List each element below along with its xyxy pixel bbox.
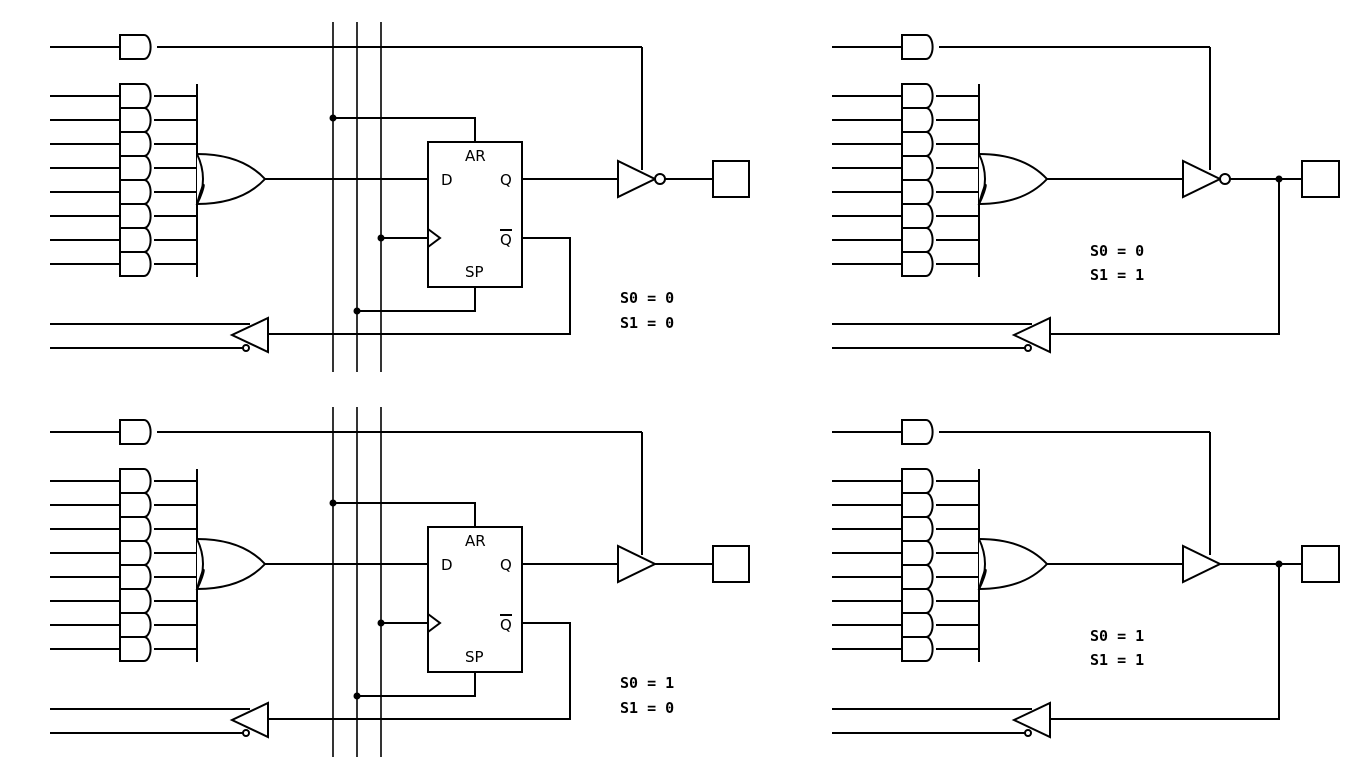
s1-label: S1 = 1 xyxy=(1090,266,1144,284)
output-buffer xyxy=(1182,159,1223,199)
s0-label: S0 = 0 xyxy=(620,289,674,307)
and-gate xyxy=(901,227,934,253)
pin-qbar: Q xyxy=(500,231,512,249)
pin-d: D xyxy=(441,171,453,189)
and-gate xyxy=(119,588,152,614)
and-gate xyxy=(901,131,934,157)
s0-label: S0 = 1 xyxy=(620,674,674,692)
output-pin xyxy=(712,545,750,583)
and-gate xyxy=(901,34,934,60)
and-gate xyxy=(901,251,934,277)
and-gate xyxy=(901,83,934,109)
pin-feedback-wire xyxy=(1050,564,1280,720)
and-gate xyxy=(901,203,934,229)
and-gate xyxy=(901,588,934,614)
and-gate xyxy=(901,636,934,662)
and-gate xyxy=(119,227,152,253)
and-gate xyxy=(119,612,152,638)
ar-wire xyxy=(333,502,476,527)
and-gate xyxy=(901,516,934,542)
and-gate xyxy=(119,131,152,157)
pin-qbar: Q xyxy=(500,616,512,634)
or-gate xyxy=(195,153,267,206)
output-pin xyxy=(1301,545,1340,583)
inversion-bubble xyxy=(1219,173,1231,185)
qbar-feedback-wire xyxy=(268,622,571,720)
and-gate xyxy=(119,636,152,662)
clock-indicator xyxy=(427,228,442,248)
inversion-bubble xyxy=(654,173,666,185)
s0-label: S0 = 0 xyxy=(1090,242,1144,260)
or-gate xyxy=(195,538,267,591)
and-gate xyxy=(119,516,152,542)
s1-label: S1 = 0 xyxy=(620,314,674,332)
sp-wire xyxy=(357,672,476,697)
and-gate xyxy=(119,419,152,445)
and-gate xyxy=(901,540,934,566)
or-gate xyxy=(977,153,1049,206)
and-gate xyxy=(119,155,152,181)
sp-wire xyxy=(357,287,476,312)
and-gate xyxy=(119,564,152,590)
and-gate xyxy=(119,492,152,518)
pin-feedback-wire xyxy=(1050,179,1280,335)
macrocell-panel-combinatorial-active-low: S0 = 0 S1 = 1 xyxy=(832,34,1340,354)
pin-sp: SP xyxy=(465,263,484,281)
and-gate xyxy=(901,179,934,205)
or-gate-back xyxy=(196,538,204,590)
or-gate-back xyxy=(978,538,986,590)
pin-q: Q xyxy=(500,171,512,189)
and-gate xyxy=(119,107,152,133)
inversion-bubble xyxy=(1024,344,1032,352)
pin-d: D xyxy=(441,556,453,574)
and-gate xyxy=(901,612,934,638)
output-buffer xyxy=(1182,544,1223,584)
inversion-bubble xyxy=(242,344,250,352)
d-flipflop xyxy=(427,526,523,673)
and-gate xyxy=(901,419,934,445)
output-buffer xyxy=(617,159,658,199)
pin-ar: AR xyxy=(465,147,486,165)
inversion-bubble xyxy=(1024,729,1032,737)
and-gate xyxy=(119,251,152,277)
and-gate xyxy=(119,34,152,60)
and-gate xyxy=(119,540,152,566)
inversion-bubble xyxy=(242,729,250,737)
output-pin xyxy=(1301,160,1340,198)
and-gate xyxy=(119,468,152,494)
macrocell-panel-registered-active-high: AR D Q Q SP S0 = 1 S1 = 0 xyxy=(50,407,750,757)
or-gate-back xyxy=(196,153,204,205)
macrocell-panel-combinatorial-active-high: S0 = 1 S1 = 1 xyxy=(832,419,1340,739)
d-flipflop xyxy=(427,141,523,288)
s1-label: S1 = 0 xyxy=(620,699,674,717)
and-gate xyxy=(901,492,934,518)
and-gate xyxy=(119,179,152,205)
and-gate xyxy=(901,564,934,590)
s1-label: S1 = 1 xyxy=(1090,651,1144,669)
and-gate xyxy=(901,107,934,133)
and-gate xyxy=(901,155,934,181)
clock-indicator xyxy=(427,613,442,633)
or-gate-back xyxy=(978,153,986,205)
and-gate xyxy=(119,203,152,229)
macrocell-panel-registered-active-low: AR D Q Q SP S0 = 0 S1 = 0 xyxy=(50,22,750,372)
s0-label: S0 = 1 xyxy=(1090,627,1144,645)
ar-wire xyxy=(333,117,476,142)
qbar-feedback-wire xyxy=(268,237,571,335)
pin-ar: AR xyxy=(465,532,486,550)
pin-q: Q xyxy=(500,556,512,574)
or-gate xyxy=(977,538,1049,591)
output-pin xyxy=(712,160,750,198)
pin-sp: SP xyxy=(465,648,484,666)
and-gate xyxy=(901,468,934,494)
and-gate xyxy=(119,83,152,109)
output-buffer xyxy=(617,544,658,584)
